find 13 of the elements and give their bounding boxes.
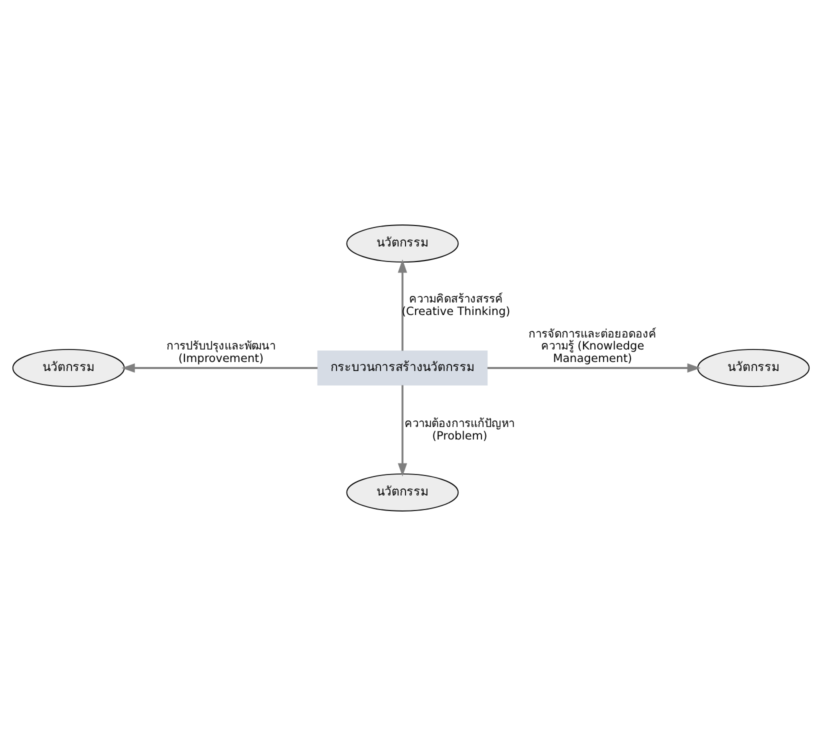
node-box: กระบวนการสร้างนวัตกรรม: [317, 350, 488, 386]
edge-label: การปรับปรุงและพัฒนา (Improvement): [166, 338, 276, 365]
edge-label: ความคิดสร้างสรรค์ (Creative Thinking): [402, 292, 510, 318]
edge-label: ความต้องการแก้ปัญหา (Problem): [404, 416, 515, 442]
arrow: [398, 385, 408, 476]
arrow: [487, 363, 701, 373]
node-ellipse: นวัตกรรม: [12, 348, 125, 387]
node-ellipse: นวัตกรรม: [697, 348, 810, 387]
arrow: [398, 259, 408, 351]
node-ellipse: นวัตกรรม: [346, 473, 459, 512]
arrow: [122, 363, 318, 373]
edge-label: การจัดการและต่อยอดองค์ความรู้ (Knowledge Management): [528, 326, 657, 365]
node-ellipse: นวัตกรรม: [346, 224, 459, 263]
